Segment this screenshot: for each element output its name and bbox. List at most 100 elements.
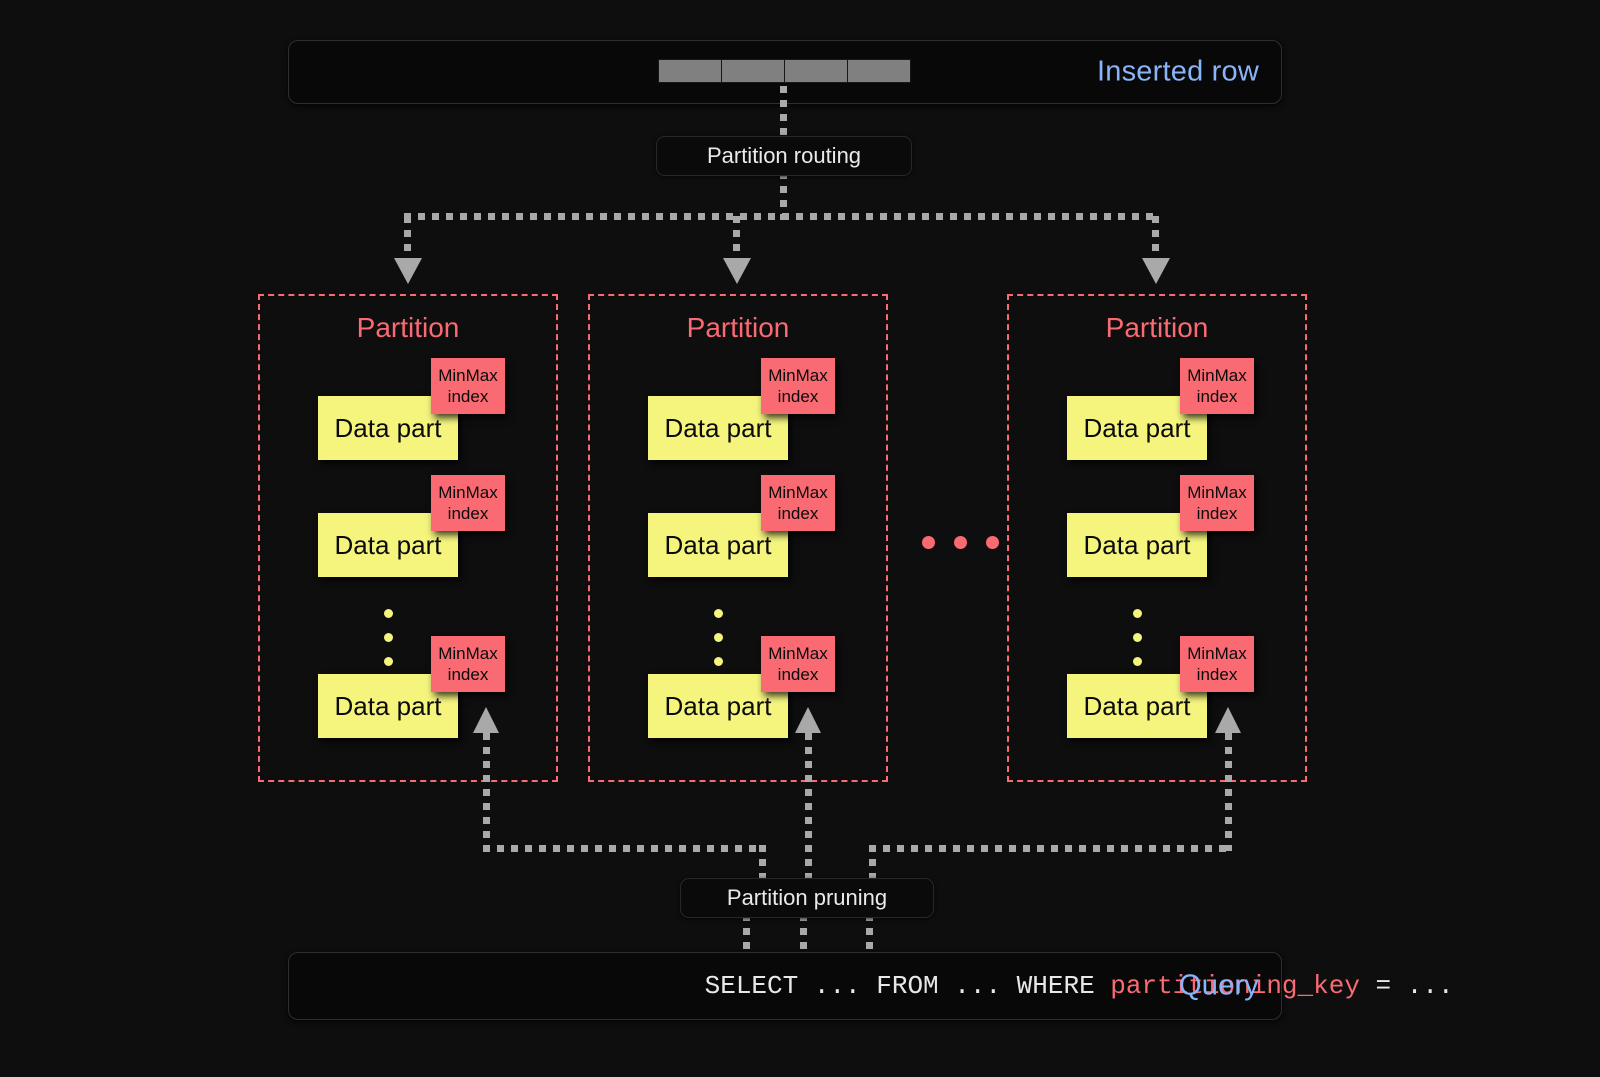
pruning-bus-left: [483, 845, 766, 852]
partition-box-2[interactable]: Partition MinMax index Data part MinMax …: [588, 294, 888, 782]
query-panel: SELECT ... FROM ... WHERE partitioning_k…: [288, 952, 1454, 1020]
arrow-up-partition-3: [1215, 707, 1241, 733]
partition-pruning-box[interactable]: Partition pruning: [680, 878, 934, 918]
query-partitioning-key: partitioning_key: [1110, 971, 1360, 1001]
ellipsis-dot: [986, 536, 999, 549]
arrow-down-partition-3: [1142, 258, 1170, 284]
connector-pruning-to-query-right: [866, 914, 873, 954]
minmax-index-text: MinMax index: [438, 482, 498, 524]
connector-routing-to-bus: [780, 172, 787, 220]
partition-title: Partition: [686, 312, 790, 343]
minmax-index-text: MinMax index: [438, 365, 498, 407]
minmax-index-box: MinMax index: [431, 475, 505, 531]
ellipsis-dot: [384, 657, 393, 666]
data-part-box: Data part: [1067, 674, 1207, 738]
query-text-after: = ...: [1359, 971, 1454, 1001]
minmax-index-box: MinMax index: [761, 475, 835, 531]
vertical-ellipsis-dots: [714, 609, 723, 681]
minmax-line-1: MinMax: [438, 483, 498, 502]
minmax-line-2: index: [777, 504, 819, 523]
arrow-down-partition-1: [394, 258, 422, 284]
connector-pruning-to-partition-1: [483, 733, 490, 851]
minmax-line-1: MinMax: [1187, 366, 1247, 385]
minmax-index-text: MinMax index: [768, 643, 828, 685]
minmax-index-text: MinMax index: [1187, 482, 1247, 524]
minmax-line-2: index: [447, 504, 489, 523]
minmax-index-text: MinMax index: [1187, 365, 1247, 407]
connector-bus-to-partition-3: [1152, 216, 1159, 260]
minmax-line-2: index: [1196, 504, 1238, 523]
connector-pruning-to-partition-3: [1225, 733, 1232, 851]
row-cell: [847, 59, 911, 83]
arrow-up-partition-2: [795, 707, 821, 733]
connector-bus-to-partition-1: [404, 216, 411, 260]
connector-pruning-to-partition-2: [805, 733, 812, 883]
connector-pruning-left-drop: [759, 845, 766, 883]
minmax-index-text: MinMax index: [438, 643, 498, 685]
minmax-index-text: MinMax index: [768, 365, 828, 407]
partition-pruning-label: Partition pruning: [726, 885, 888, 910]
minmax-line-1: MinMax: [768, 644, 828, 663]
minmax-index-box: MinMax index: [1180, 636, 1254, 692]
ellipsis-dot: [714, 609, 723, 618]
ellipsis-dot: [714, 633, 723, 642]
arrow-up-partition-1: [473, 707, 499, 733]
row-cell: [784, 59, 848, 83]
connector-bus-to-partition-2: [733, 216, 740, 260]
minmax-line-2: index: [1196, 665, 1238, 684]
vertical-ellipsis-dots: [1133, 609, 1142, 681]
data-part-box: Data part: [1067, 513, 1207, 577]
ellipsis-dot: [954, 536, 967, 549]
minmax-line-1: MinMax: [1187, 483, 1247, 502]
pruning-bus-right: [869, 845, 1232, 852]
inserted-row-label: Inserted row: [1097, 55, 1259, 88]
minmax-line-1: MinMax: [1187, 644, 1247, 663]
minmax-index-box: MinMax index: [1180, 475, 1254, 531]
minmax-line-1: MinMax: [768, 483, 828, 502]
partitions-ellipsis: [922, 536, 1018, 549]
minmax-line-1: MinMax: [438, 644, 498, 663]
data-part-box: Data part: [648, 396, 788, 460]
query-text-before: SELECT ... FROM ... WHERE: [704, 971, 1111, 1001]
minmax-line-2: index: [777, 665, 819, 684]
vertical-ellipsis-dots: [384, 609, 393, 681]
ellipsis-dot: [1133, 657, 1142, 666]
ellipsis-dot: [922, 536, 935, 549]
ellipsis-dot: [1133, 633, 1142, 642]
ellipsis-dot: [384, 633, 393, 642]
minmax-index-box: MinMax index: [761, 636, 835, 692]
minmax-index-box: MinMax index: [431, 636, 505, 692]
connector-pruning-to-query-left: [743, 914, 750, 954]
minmax-line-2: index: [1196, 387, 1238, 406]
connector-pruning-to-query-center: [800, 914, 807, 954]
minmax-index-box: MinMax index: [761, 358, 835, 414]
routing-bus-horizontal: [404, 213, 1159, 220]
minmax-index-text: MinMax index: [1187, 643, 1247, 685]
partition-title: Partition: [1105, 312, 1209, 343]
partition-box-1[interactable]: Partition MinMax index Data part MinMax …: [258, 294, 558, 782]
query-statement: SELECT ... FROM ... WHERE partitioning_k…: [611, 941, 1454, 1031]
partition-routing-box[interactable]: Partition routing: [656, 136, 912, 176]
inserted-row-cells: [658, 59, 911, 83]
minmax-line-1: MinMax: [438, 366, 498, 385]
minmax-line-1: MinMax: [768, 366, 828, 385]
query-label: Query: [1179, 969, 1259, 1002]
minmax-index-text: MinMax index: [768, 482, 828, 524]
ellipsis-dot: [384, 609, 393, 618]
ellipsis-dot: [714, 657, 723, 666]
minmax-index-box: MinMax index: [431, 358, 505, 414]
partition-routing-label: Partition routing: [706, 143, 862, 168]
connector-row-to-routing: [780, 86, 787, 140]
row-cell: [721, 59, 785, 83]
partition-title: Partition: [356, 312, 460, 343]
partition-box-3[interactable]: Partition MinMax index Data part MinMax …: [1007, 294, 1307, 782]
minmax-line-2: index: [447, 665, 489, 684]
arrow-down-partition-2: [723, 258, 751, 284]
ellipsis-dot: [1133, 609, 1142, 618]
minmax-line-2: index: [777, 387, 819, 406]
minmax-index-box: MinMax index: [1180, 358, 1254, 414]
minmax-line-2: index: [447, 387, 489, 406]
connector-pruning-right-drop: [869, 845, 876, 883]
row-cell: [658, 59, 722, 83]
